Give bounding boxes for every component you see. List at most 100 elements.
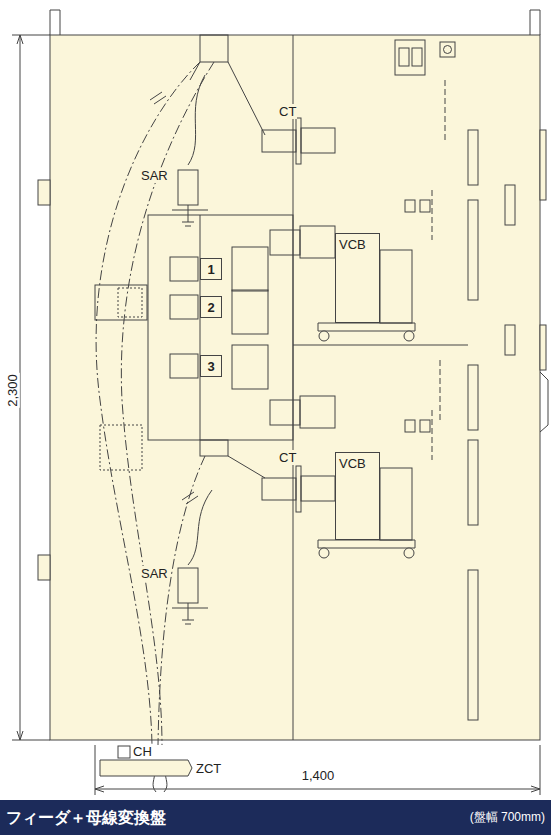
side-plate — [38, 180, 50, 205]
cable-head — [118, 746, 130, 758]
ct-flange — [296, 466, 301, 512]
bus-chamber-divider — [200, 215, 201, 440]
bushing — [301, 128, 335, 153]
door-hinge — [540, 325, 546, 370]
part-label: CH — [132, 744, 153, 759]
meter — [399, 48, 409, 66]
dimension-lines — [12, 35, 540, 795]
bus-conductor — [228, 62, 265, 135]
bus-conductor — [228, 456, 265, 478]
part-label: CT — [278, 450, 297, 465]
lamp-box — [440, 42, 455, 57]
relay-unit — [505, 325, 515, 355]
dimension-arrow — [95, 786, 540, 792]
bus-support — [232, 247, 268, 291]
bushing — [270, 400, 300, 425]
contact — [405, 200, 415, 212]
arrester-body — [178, 170, 198, 205]
part-label: ZCT — [195, 761, 222, 776]
door-hinge — [540, 130, 546, 200]
arrester-ground — [172, 603, 208, 624]
dimension-line — [95, 789, 540, 790]
vcb-mechanism — [380, 250, 412, 323]
part-label: SAR — [140, 566, 169, 581]
meter-box — [395, 40, 425, 75]
terminal-strip — [468, 440, 478, 525]
terminal-strip — [468, 365, 478, 430]
top-bracket — [50, 10, 60, 35]
terminal-strip — [468, 200, 478, 300]
door-handle — [540, 372, 548, 432]
callout-number: 1 — [207, 262, 214, 277]
contact — [420, 200, 430, 212]
top-bracket — [530, 10, 540, 35]
bushing — [301, 476, 335, 501]
bushing — [300, 396, 335, 428]
number-box: 1 — [200, 258, 222, 280]
panel-outline — [50, 35, 540, 740]
wall-bushing-insulator — [118, 288, 142, 317]
cart-wheel — [404, 548, 414, 558]
breaker-label: VCB — [339, 456, 376, 471]
bus-chamber — [148, 215, 293, 440]
part-label: SAR — [140, 168, 169, 183]
cart-wheel — [319, 331, 329, 341]
vcb-mechanism — [380, 468, 412, 540]
compartment-divider — [293, 345, 468, 346]
relay-unit — [505, 185, 515, 225]
lamp — [444, 46, 452, 54]
cart-frame — [318, 323, 415, 331]
contact — [405, 420, 415, 432]
caption-title: フィーダ＋母線変換盤 — [6, 810, 166, 825]
zct-body — [100, 760, 192, 776]
arrester-lead — [188, 75, 205, 165]
bus-section — [95, 35, 293, 478]
contact-line — [432, 410, 433, 460]
bus-bar — [170, 295, 198, 319]
right-control-section — [395, 40, 515, 720]
dimension-text: 2,300 — [5, 373, 20, 408]
cart-wheel — [319, 548, 329, 558]
cart-wheel — [404, 331, 414, 341]
bus-duct — [200, 440, 228, 456]
meter — [412, 48, 422, 66]
cable — [121, 62, 214, 745]
cable-marks — [150, 92, 198, 792]
cable-break-mark — [150, 92, 166, 104]
bus-conductor — [190, 62, 200, 80]
breaker-label: VCB — [339, 237, 376, 252]
bushing — [300, 226, 335, 258]
wiring-line — [445, 80, 446, 140]
bus-duct — [200, 35, 228, 62]
number-box: 3 — [200, 355, 222, 377]
panel-body — [38, 10, 548, 740]
dimension-text: 1,400 — [301, 768, 336, 783]
part-label: CT — [278, 104, 297, 119]
caption-band: フィーダ＋母線変換盤 (盤幅 700mm) — [0, 800, 551, 835]
callout-number: 2 — [207, 300, 214, 315]
cable — [96, 62, 200, 745]
caption-note: (盤幅 700mm) — [470, 810, 545, 825]
ct-flange — [296, 118, 301, 164]
extension-line — [95, 745, 540, 795]
cable-break-mark — [182, 492, 198, 504]
bus-bar — [170, 257, 198, 281]
number-box: 2 — [200, 296, 222, 318]
side-plate — [38, 555, 50, 580]
cable-route — [96, 62, 214, 745]
vcb-box: VCB — [335, 452, 380, 540]
current-transformers — [262, 118, 335, 512]
arrester-body — [178, 568, 198, 603]
wall-bushing — [100, 425, 142, 470]
cable — [158, 456, 205, 745]
bushing — [270, 230, 300, 255]
wiring-line — [440, 360, 441, 420]
bus-support — [232, 290, 268, 334]
arrester-ground — [172, 205, 208, 226]
vcb-box: VCB — [335, 233, 380, 323]
terminal-strip — [468, 570, 478, 720]
contact — [420, 420, 430, 432]
